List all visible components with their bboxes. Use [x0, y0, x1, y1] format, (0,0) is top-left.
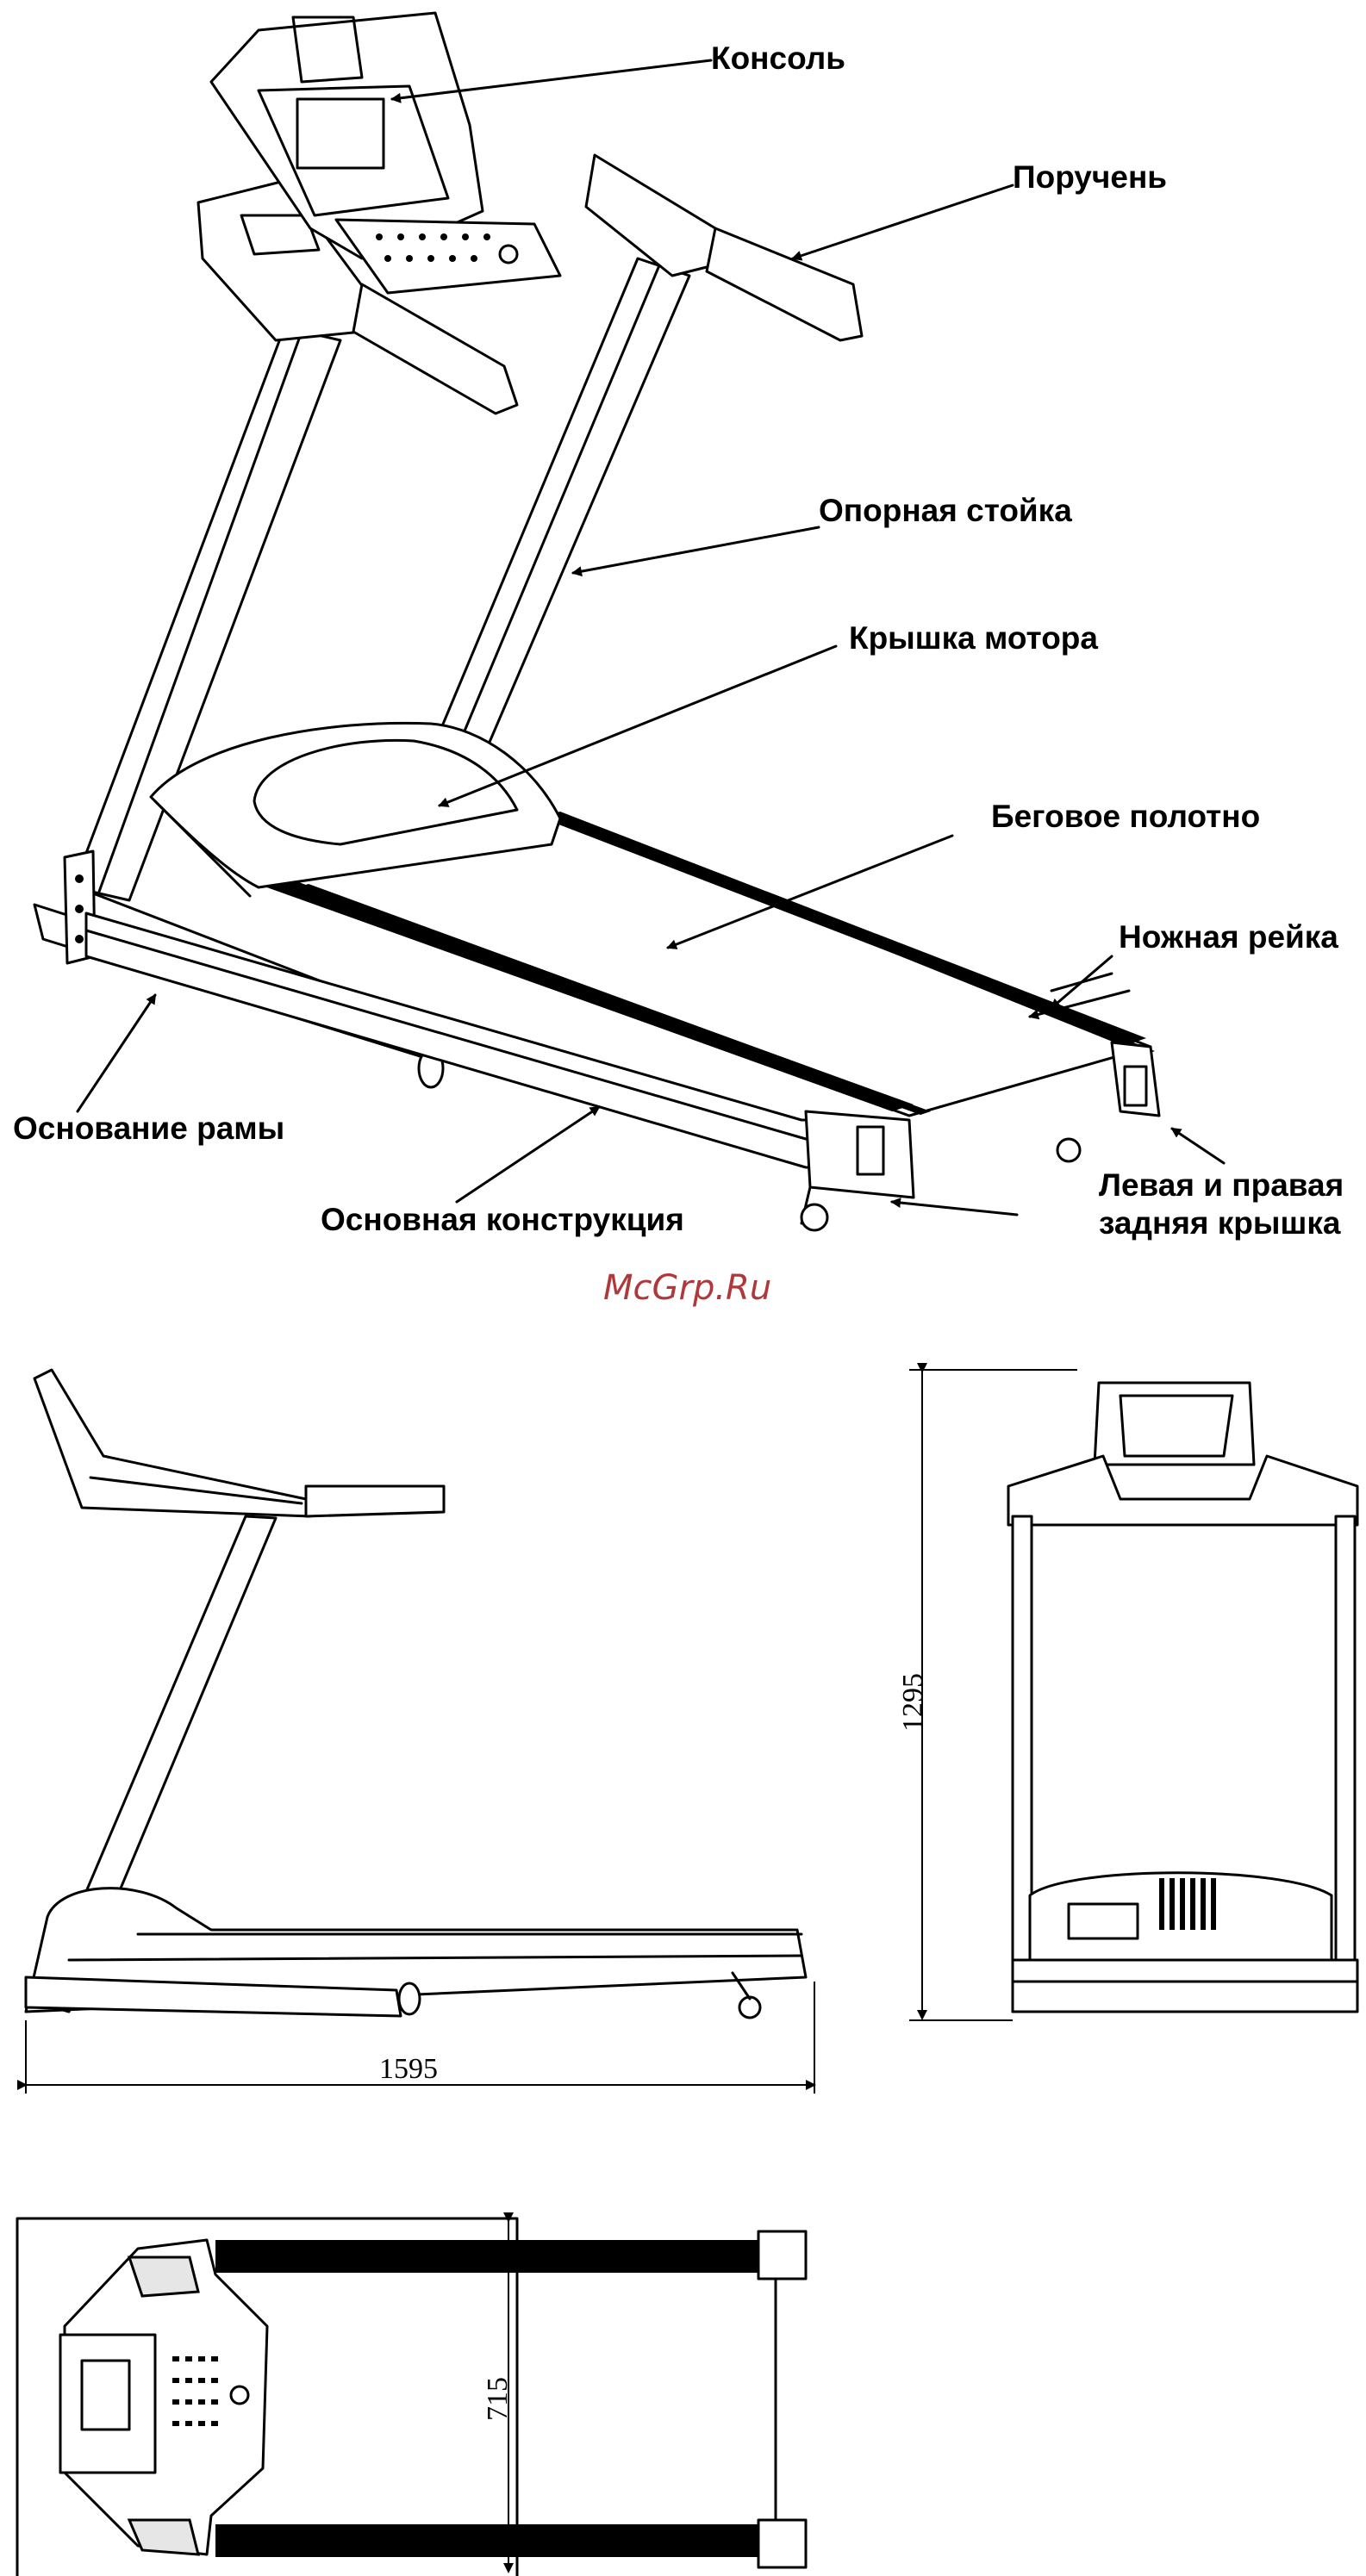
label-main-structure: Основная конструкция [321, 1202, 684, 1237]
label-foot-rail: Ножная рейка [1119, 919, 1338, 955]
label-rear-cover-line2: задняя крышка [1099, 1205, 1341, 1241]
watermark: McGrp.Ru [603, 1268, 771, 1308]
dimension-height: 1295 [897, 1673, 929, 1732]
label-frame-base: Основание рамы [13, 1111, 284, 1146]
label-upright: Опорная стойка [819, 493, 1072, 528]
side-view: 1595 [26, 1370, 814, 2094]
top-view: 715 [17, 2218, 806, 2576]
label-console: Консоль [711, 40, 845, 76]
label-motor-cover: Крышка мотора [849, 620, 1098, 656]
perspective-view: Консоль Поручень Опорная стойка Крышка м… [13, 13, 1344, 1241]
dimension-width: 715 [482, 2377, 514, 2421]
label-running-belt: Беговое полотно [991, 799, 1260, 834]
dimension-length: 1595 [379, 2053, 438, 2085]
front-view: 1295 [897, 1370, 1357, 2020]
label-handrail: Поручень [1013, 159, 1167, 195]
label-rear-cover-line1: Левая и правая [1099, 1167, 1344, 1203]
